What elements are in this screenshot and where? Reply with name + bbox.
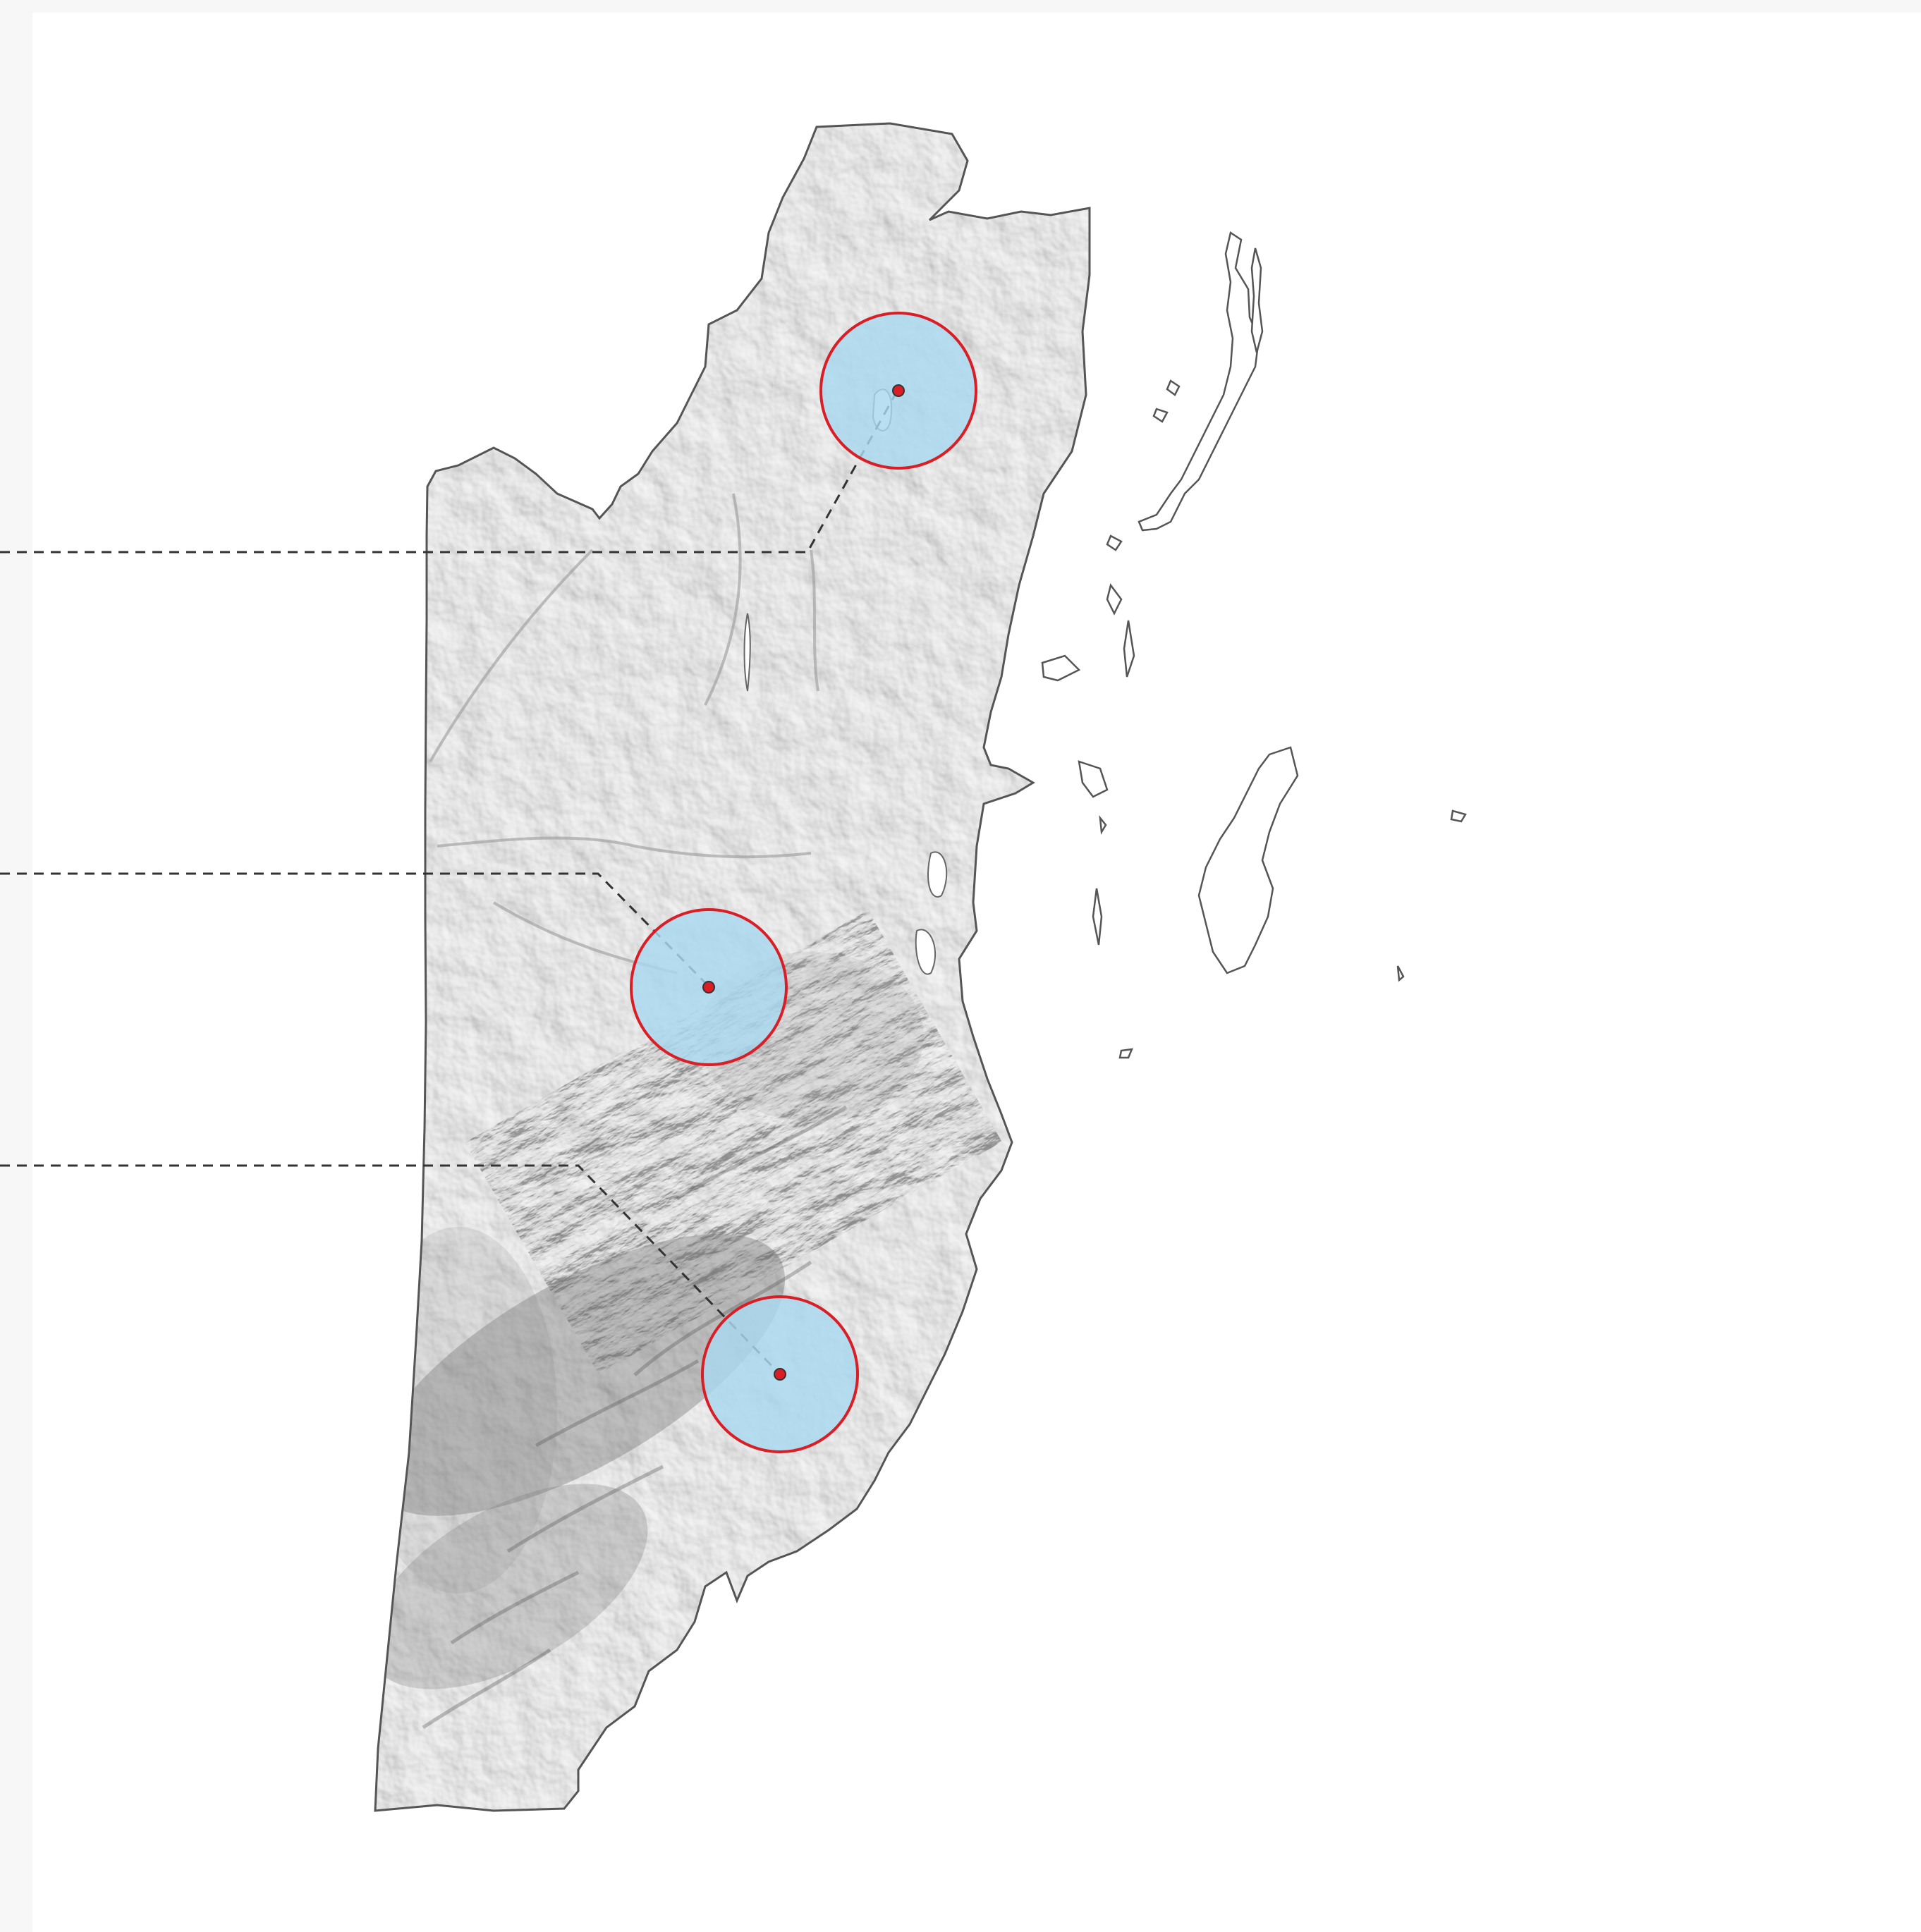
site-point-icon <box>774 1368 786 1381</box>
marker-south-site[interactable] <box>701 1295 859 1453</box>
cayes-islands <box>1041 231 1467 1059</box>
marker-central-site[interactable] <box>630 908 788 1066</box>
marker-north-site[interactable] <box>819 312 977 470</box>
site-point-icon <box>702 981 715 993</box>
site-point-icon <box>892 384 905 397</box>
leader-line-south <box>0 1164 781 1375</box>
